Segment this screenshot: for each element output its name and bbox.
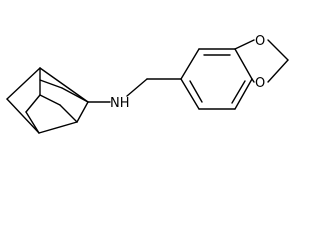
adamantane-cage: [6, 67, 89, 134]
dioxole-ring: [234, 39, 289, 83]
oxygen-top-label: O: [255, 34, 265, 49]
amine-linker-bonds: [87, 78, 182, 103]
oxygen-bottom-label: O: [255, 76, 265, 91]
amine-nh-label: NH: [110, 96, 130, 111]
benzene-ring: [180, 48, 253, 110]
chemical-structure: NH O O: [6, 34, 289, 134]
